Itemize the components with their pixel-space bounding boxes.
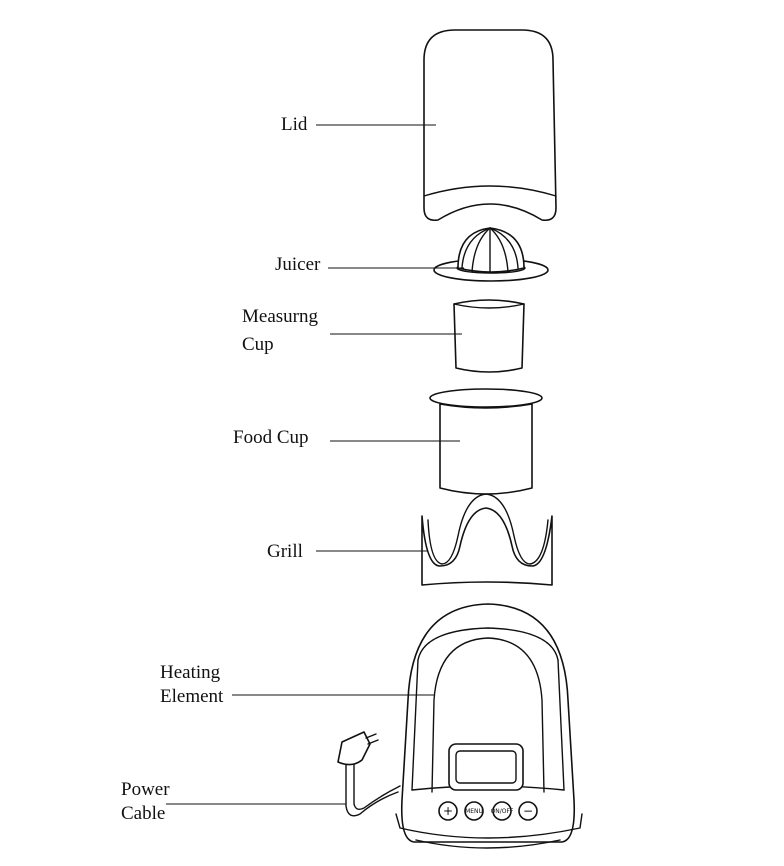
grill (421, 493, 553, 586)
power-cable-label-line1: Power (121, 779, 170, 800)
plus-button[interactable]: + (438, 801, 458, 821)
control-panel: + MENU ON/OFF − (438, 801, 538, 821)
heating-element-label-line2: Element (160, 686, 224, 707)
lid-label: Lid (281, 114, 308, 135)
onoff-button-label: ON/OFF (491, 808, 514, 815)
measuring-cup-label-line2: Cup (242, 334, 274, 355)
onoff-button[interactable]: ON/OFF (491, 801, 514, 821)
food-cup-label: Food Cup (233, 427, 309, 448)
juicer (433, 227, 549, 282)
power-cable (345, 757, 401, 817)
power-cable-label-line2: Cable (121, 803, 165, 824)
power-plug (337, 731, 379, 766)
measuring-cup (453, 299, 525, 373)
minus-button[interactable]: − (518, 801, 538, 821)
minus-button-symbol: − (523, 804, 533, 818)
measuring-cup-label-line1: Measurng (242, 306, 318, 327)
grill-label: Grill (267, 541, 303, 562)
food-cup (429, 388, 543, 495)
menu-button[interactable]: MENU (464, 801, 484, 821)
plus-button-symbol: + (443, 804, 453, 818)
lid (423, 29, 557, 222)
juicer-label: Juicer (275, 254, 321, 275)
heating-element-label-line1: Heating (160, 662, 221, 683)
menu-button-label: MENU (465, 808, 483, 815)
heating-base (395, 603, 583, 849)
display-screen (448, 743, 524, 791)
